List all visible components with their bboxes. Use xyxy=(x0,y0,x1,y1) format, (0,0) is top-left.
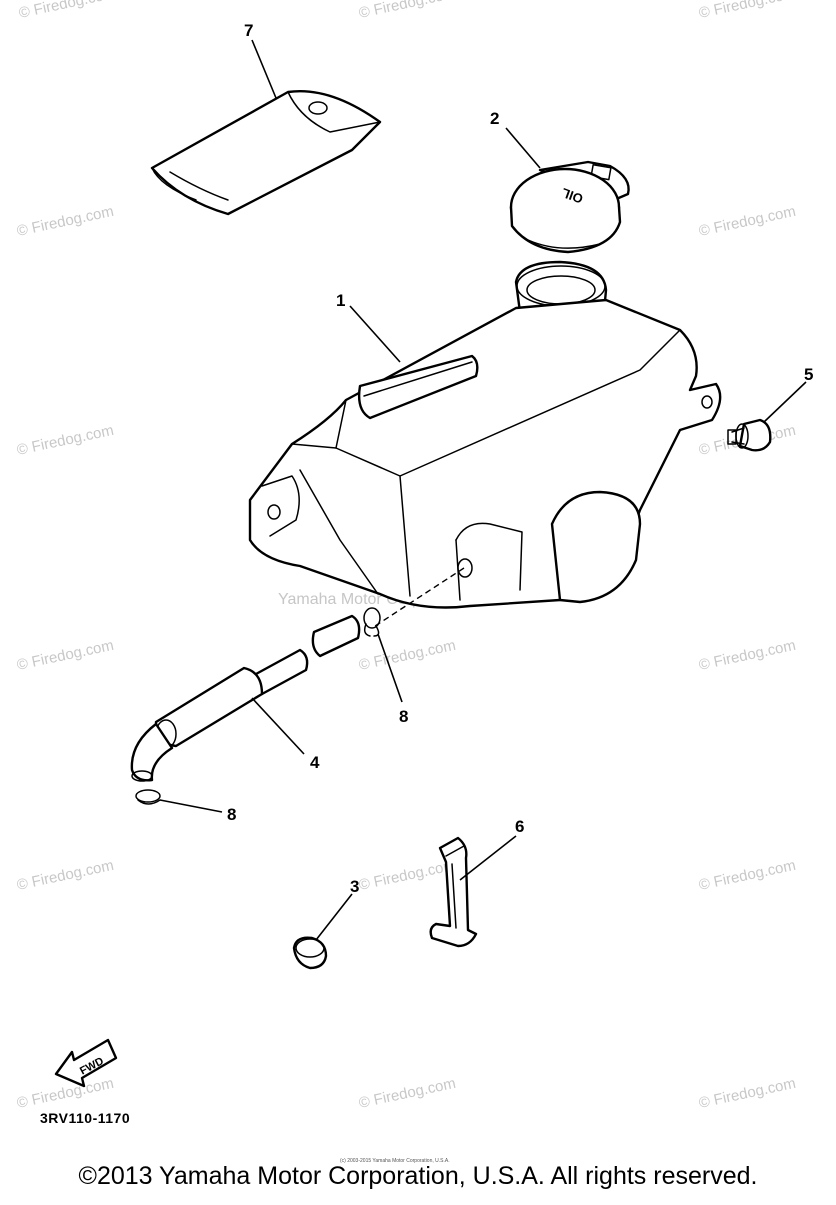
leader-5 xyxy=(763,381,807,423)
part-7-bag[interactable] xyxy=(150,90,382,216)
leader-8-lower xyxy=(159,799,223,813)
watermark: © Firedog.com xyxy=(15,203,115,240)
watermark: © Firedog.com xyxy=(357,637,457,674)
callout-5[interactable]: 5 xyxy=(804,365,813,384)
callout-6[interactable]: 6 xyxy=(515,817,524,836)
part-1-oil-tank[interactable] xyxy=(248,260,722,609)
leader-2 xyxy=(505,127,541,169)
watermark: © Firedog.com xyxy=(357,857,457,894)
callout-8-lower[interactable]: 8 xyxy=(227,805,236,824)
leader-4 xyxy=(251,697,305,755)
leader-6 xyxy=(459,835,517,881)
callout-1[interactable]: 1 xyxy=(336,291,345,310)
part-5-bolt[interactable] xyxy=(727,418,772,452)
part-4-hose[interactable] xyxy=(130,614,361,782)
watermark: © Firedog.com xyxy=(15,422,115,459)
oil-cap-label: OIL xyxy=(559,185,585,207)
callout-4[interactable]: 4 xyxy=(310,753,320,772)
watermark: © Firedog.com xyxy=(697,637,797,674)
watermark: © Firedog.com xyxy=(697,0,797,22)
part-6-bracket[interactable] xyxy=(429,836,478,948)
footer-copyright: ©2013 Yamaha Motor Corporation, U.S.A. A… xyxy=(78,1162,758,1190)
watermark: © Firedog.com xyxy=(357,1075,457,1112)
leader-8-upper xyxy=(377,633,403,703)
part-8-clip-lower[interactable] xyxy=(135,789,161,805)
part-2-oil-cap[interactable]: OIL xyxy=(509,160,630,254)
watermark: © Firedog.com xyxy=(697,857,797,894)
callout-7[interactable]: 7 xyxy=(244,21,253,40)
callout-8-upper[interactable]: 8 xyxy=(399,707,408,726)
callout-3[interactable]: 3 xyxy=(350,877,359,896)
part-3-grommet[interactable] xyxy=(292,936,328,970)
leader-7 xyxy=(251,39,277,99)
part-8-clip-upper[interactable] xyxy=(363,607,381,637)
watermark: © Firedog.com xyxy=(357,0,457,22)
watermark: © Firedog.com xyxy=(697,1075,797,1112)
assembly-guide-line xyxy=(371,567,465,629)
watermark: © Firedog.com xyxy=(697,203,797,240)
watermark: © Firedog.com xyxy=(15,637,115,674)
callout-2[interactable]: 2 xyxy=(490,109,499,128)
watermark: © Firedog.com xyxy=(17,0,117,22)
watermark: © Firedog.com xyxy=(15,1075,115,1112)
diagram-code: 3RV110-1170 xyxy=(40,1110,131,1126)
watermark: © Firedog.com xyxy=(15,857,115,894)
leader-3 xyxy=(315,893,353,941)
leader-1 xyxy=(349,305,401,363)
footer-small-print: (c) 2003-2015 Yamaha Motor Corporation, … xyxy=(340,1158,450,1164)
